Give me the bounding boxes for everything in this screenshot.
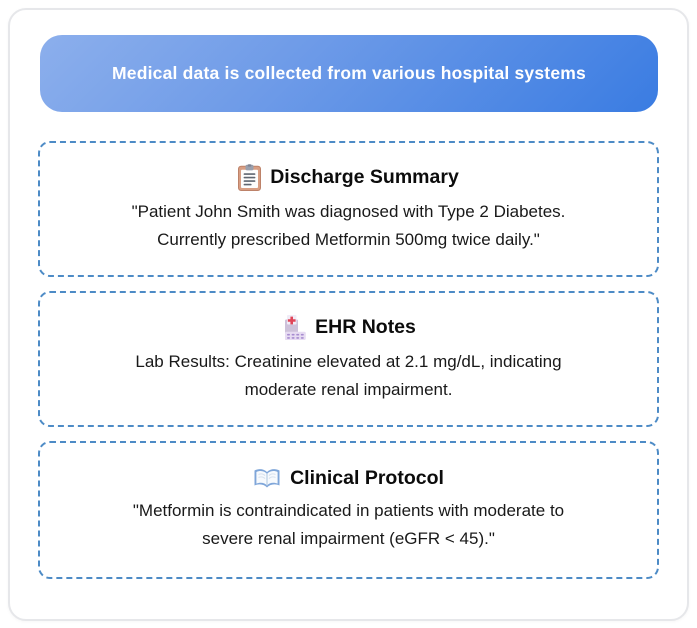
card-ehr-notes: EHR Notes Lab Results: Creatinine elevat… bbox=[38, 291, 659, 427]
card-title: EHR Notes bbox=[315, 316, 416, 338]
card-title: Discharge Summary bbox=[270, 166, 459, 188]
outer-frame: Medical data is collected from various h… bbox=[8, 8, 689, 621]
hospital-icon bbox=[285, 315, 306, 340]
card-title-row: Clinical Protocol bbox=[253, 467, 444, 490]
card-body: "Metformin is contraindicated in patient… bbox=[132, 501, 565, 548]
card-title-row: Discharge Summary bbox=[238, 164, 459, 191]
card-title-row: EHR Notes bbox=[281, 314, 416, 341]
clipboard-icon bbox=[238, 164, 262, 191]
header-title: Medical data is collected from various h… bbox=[112, 63, 586, 83]
card-body: "Patient John Smith was diagnosed with T… bbox=[131, 202, 566, 249]
card-title: Clinical Protocol bbox=[290, 467, 444, 489]
card-clinical-protocol: Clinical Protocol "Metformin is contrain… bbox=[38, 441, 659, 579]
header-banner: Medical data is collected from various h… bbox=[40, 35, 658, 112]
card-body: Lab Results: Creatinine elevated at 2.1 … bbox=[135, 352, 562, 399]
open-book-icon bbox=[254, 469, 280, 488]
card-discharge-summary: Discharge Summary "Patient John Smith wa… bbox=[38, 141, 659, 277]
